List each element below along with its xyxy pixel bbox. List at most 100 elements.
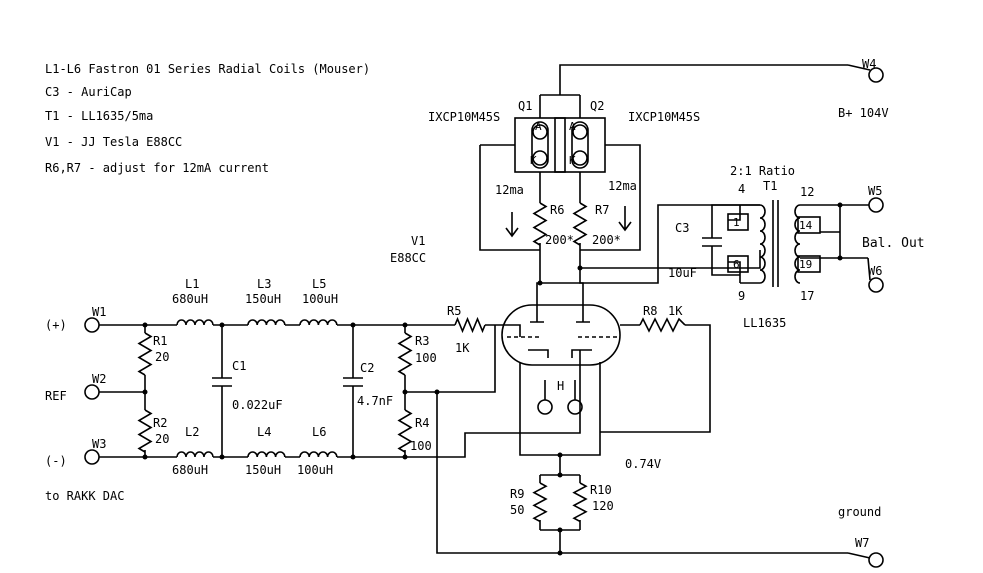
resistor-value: 20 [155, 350, 169, 364]
inductor-ref: L5 [312, 277, 326, 291]
heater-label: H [557, 379, 564, 393]
pin-label: A [569, 120, 576, 133]
junction-dot [219, 454, 225, 460]
secondary-winding [794, 204, 801, 284]
resistor-value: 1K [668, 304, 683, 318]
note-line: L1-L6 Fastron 01 Series Radial Coils (Mo… [45, 62, 370, 76]
resistor-ref: R3 [415, 334, 429, 348]
resistor-ref: R1 [153, 334, 167, 348]
heater-pin [567, 399, 583, 415]
current-arrow-icon [618, 206, 632, 232]
resistor-r10 [572, 482, 588, 523]
junction-dot [219, 322, 225, 328]
ground-label: ground [838, 505, 881, 519]
terminal-label: W2 [92, 372, 106, 386]
current-label: 12ma [608, 179, 637, 193]
note-line: V1 - JJ Tesla E88CC [45, 135, 182, 149]
junction-dot [402, 454, 408, 460]
pin-label: 14 [799, 219, 813, 232]
current-label: 12ma [495, 183, 524, 197]
inductor-l6 [299, 451, 338, 458]
inductor-value: 150uH [245, 292, 281, 306]
pin-label: 12 [800, 185, 814, 199]
resistor-value: 200* [545, 233, 574, 247]
capacitor-ref: C2 [360, 361, 374, 375]
primary-winding [759, 204, 766, 284]
tube-part: E88CC [390, 251, 426, 265]
inductor-value: 680uH [172, 292, 208, 306]
inductor-ref: L2 [185, 425, 199, 439]
capacitor-c2 [343, 377, 363, 387]
resistor-ref: R5 [447, 304, 461, 318]
current-sources: A K A K Q1 Q2 IXCP10M45S IXCP10M45S 12ma… [428, 99, 889, 238]
resistor-value: 120 [592, 499, 614, 513]
junction-dot [837, 202, 843, 208]
resistor-ref: R4 [415, 416, 429, 430]
terminals: W1 W2 W3 W4 W5 W6 W7 (+) REF (-) [45, 57, 884, 568]
plus-label: (+) [45, 318, 67, 332]
junction-dot [350, 322, 356, 328]
terminal-label: W7 [855, 536, 869, 550]
pin-label: K [530, 154, 537, 167]
terminal-w4 [868, 67, 884, 83]
junction-dot [402, 322, 408, 328]
ccs-symbol-q1 [531, 121, 549, 169]
resistor-r7 [572, 202, 588, 246]
dac-label: to RAKK DAC [45, 489, 124, 503]
transformer-part: LL1635 [743, 316, 786, 330]
heater-pin [537, 399, 553, 415]
resistor-value: 1K [455, 341, 470, 355]
note-line: T1 - LL1635/5ma [45, 109, 153, 123]
capacitors: C1 0.022uF C2 4.7nF C3 10uF [212, 221, 722, 412]
resistor-r9 [532, 482, 548, 523]
terminal-w1 [84, 317, 100, 333]
terminal-label: W1 [92, 305, 106, 319]
resistor-ref: R7 [595, 203, 609, 217]
minus-label: (-) [45, 454, 67, 468]
q-ref: Q1 [518, 99, 532, 113]
junction-dot [557, 472, 563, 478]
note-line: C3 - AuriCap [45, 85, 132, 99]
resistor-ref: R9 [510, 487, 524, 501]
terminal-label: W4 [862, 57, 876, 71]
terminal-w6 [868, 277, 884, 293]
resistor-value: 50 [510, 503, 524, 517]
capacitor-c1 [212, 377, 232, 387]
resistor-value: 100 [415, 351, 437, 365]
junction-dot [557, 527, 563, 533]
resistor-r8 [639, 317, 686, 333]
inductor-l2 [176, 451, 214, 458]
junction-dot [557, 550, 563, 556]
transformer-t1: 1 6 14 19 4 9 12 17 2:1 Ratio T1 LL1635 … [727, 164, 925, 330]
resistor-ref: R2 [153, 416, 167, 430]
q-part: IXCP10M45S [428, 110, 500, 124]
junction-dot [577, 265, 583, 271]
resistor-value: 200* [592, 233, 621, 247]
capacitor-value: 0.022uF [232, 398, 283, 412]
inductor-ref: L6 [312, 425, 326, 439]
resistors: R1 20 R2 20 R3 100 R4 100 R5 1K R8 1K R6… [137, 202, 686, 523]
note-line: R6,R7 - adjust for 12mA current [45, 161, 269, 175]
terminal-w5 [868, 197, 884, 213]
tube-v1: H V1 E88CC 0.74V [390, 234, 661, 471]
terminal-label: W6 [868, 264, 882, 278]
resistor-ref: R10 [590, 483, 612, 497]
terminal-w2 [84, 384, 100, 400]
cathode-voltage: 0.74V [625, 457, 661, 471]
inductor-value: 100uH [302, 292, 338, 306]
junction-dot [537, 280, 543, 286]
notes-block: L1-L6 Fastron 01 Series Radial Coils (Mo… [45, 62, 370, 175]
junction-dot [350, 454, 356, 460]
q-package-q1 [514, 117, 566, 173]
inductor-ref: L1 [185, 277, 199, 291]
q-ref: Q2 [590, 99, 604, 113]
junctions [142, 202, 843, 556]
terminal-label: W5 [868, 184, 882, 198]
resistor-r1 [137, 332, 153, 376]
resistor-value: 20 [155, 432, 169, 446]
transformer-ref: T1 [763, 179, 777, 193]
pin-label: 9 [738, 289, 745, 303]
capacitor-ref: C1 [232, 359, 246, 373]
junction-dot [837, 255, 843, 261]
junction-dot [142, 389, 148, 395]
